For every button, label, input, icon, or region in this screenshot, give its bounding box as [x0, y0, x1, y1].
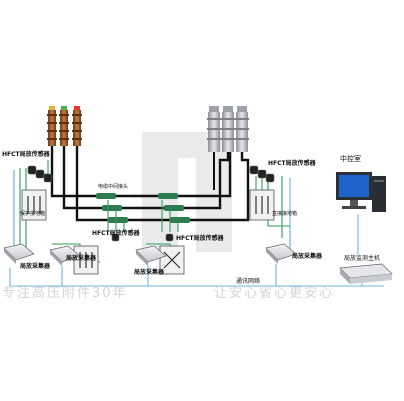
cable-joints — [96, 193, 190, 223]
collector-label-right: 局放采集器 — [292, 253, 323, 260]
collector-label-center-right: 局放采集器 — [134, 269, 165, 276]
hfct-label-center: HFCT局放传感器 — [92, 230, 140, 237]
ground-box-center-right — [159, 245, 185, 275]
watermark-text-right: 让安心省心更安心 — [214, 286, 335, 301]
hfct-label-right: HFCT局放传感器 — [268, 160, 316, 167]
direct-ground-box-right — [249, 189, 275, 221]
collector-right — [265, 243, 297, 264]
direct-box-label: 直接接地箱 — [272, 211, 298, 217]
ground-box-center-left — [73, 245, 99, 275]
protect-ground-box-left — [21, 189, 47, 221]
hfct-label-left: HFCT局放传感器 — [2, 151, 50, 158]
control-room-computer — [336, 172, 386, 212]
collector-label-left: 局放采集器 — [20, 263, 51, 270]
collector-left — [3, 243, 35, 264]
comm-network-label: 通讯网络 — [236, 278, 261, 285]
collector-center-right — [135, 245, 167, 266]
cable-joint-label: 电缆中间接头 — [98, 184, 129, 190]
hfct-sensors — [27, 165, 275, 242]
collector-center-left — [49, 245, 81, 266]
protect-box-label: 保护接地箱 — [20, 211, 46, 217]
left-cable-terminators — [47, 106, 82, 146]
control-room-label: 中控室 — [340, 155, 361, 163]
hfct-label-center2: HFCT局放传感器 — [176, 235, 224, 242]
watermark-text-left: 专注高压附件30年 — [2, 286, 128, 301]
monitor-host-label: 局放监测主机 — [344, 255, 381, 262]
right-cable-terminators — [207, 106, 249, 152]
continuation-dots — [132, 194, 160, 222]
monitor-host-server — [339, 263, 393, 284]
collector-label-center-left: 局放采集器 — [66, 255, 97, 262]
